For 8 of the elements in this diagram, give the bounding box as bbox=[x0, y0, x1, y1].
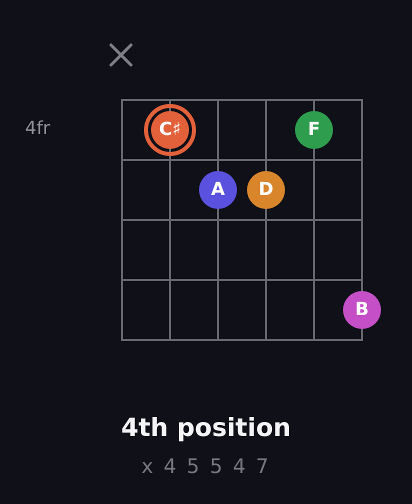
note-dot: D bbox=[247, 171, 285, 209]
note-dot: F bbox=[295, 111, 333, 149]
note-dot: A bbox=[199, 171, 237, 209]
chord-title: 4th position bbox=[121, 414, 291, 443]
fret-number: 4fr bbox=[25, 119, 50, 140]
fingering-text: x 4 5 5 4 7 bbox=[141, 455, 271, 478]
note-dot: B bbox=[343, 291, 381, 329]
root-note-dot: C♯ bbox=[144, 104, 196, 156]
